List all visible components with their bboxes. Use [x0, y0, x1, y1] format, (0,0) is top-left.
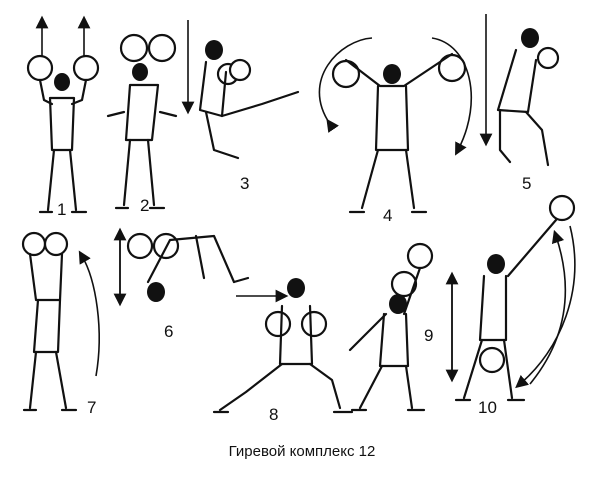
figure-10-swing-arc: [454, 194, 576, 402]
figure-caption: Гиревой комплекс 12: [228, 443, 376, 460]
exercise-number: 5: [522, 174, 532, 193]
exercise-number: 3: [240, 174, 250, 193]
figure-5-goblet-squat: [479, 14, 560, 167]
figure-2-swing: [106, 20, 195, 210]
figure-4-lateral-raise: [318, 37, 472, 214]
exercise-number: 9: [424, 326, 434, 345]
exercise-number: 2: [140, 196, 150, 215]
exercise-number: 1: [57, 200, 67, 219]
figure-3-squat: [198, 40, 300, 160]
exercise-number: 10: [478, 398, 497, 417]
exercise-number: 7: [87, 398, 97, 417]
figure-8-side-lunge: [212, 278, 354, 414]
figure-6-bridge: [113, 227, 250, 307]
exercise-number: 8: [269, 405, 279, 424]
figure-9-snatch: [348, 242, 459, 412]
figure-1-press: [26, 15, 100, 214]
exercise-number: 6: [164, 322, 174, 341]
exercise-number: 4: [383, 206, 393, 225]
figure-7-overhead-hold: [21, 231, 100, 412]
